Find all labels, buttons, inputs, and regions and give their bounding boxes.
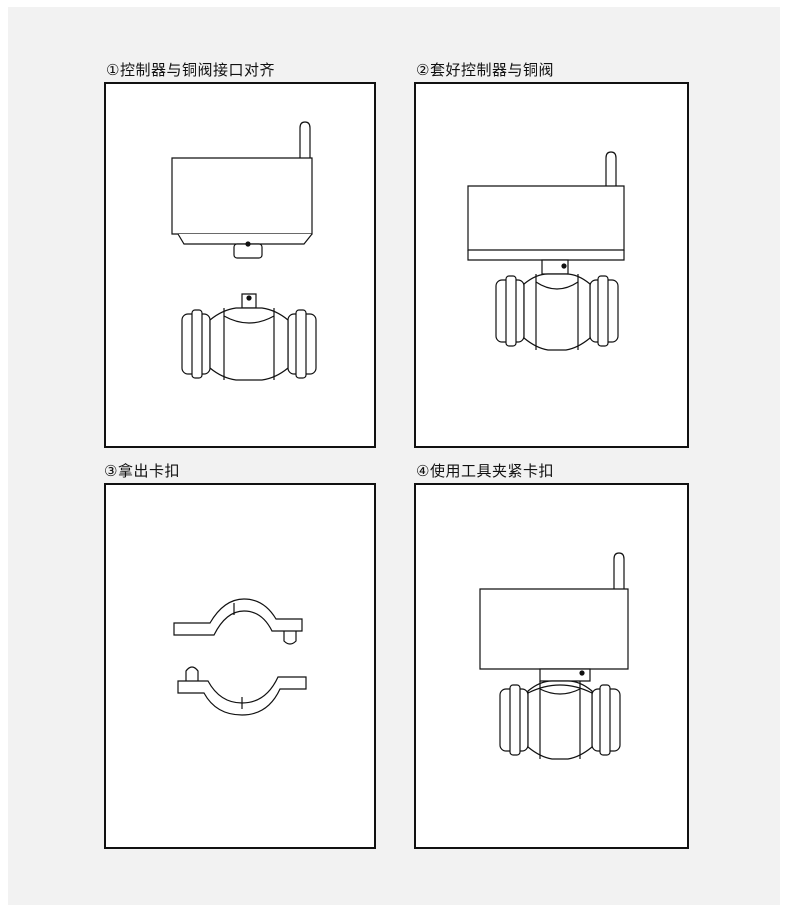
brass-valve-illustration bbox=[182, 294, 316, 380]
lower-clamp-half-illustration bbox=[178, 667, 306, 715]
step-1-title: ①控制器与铜阀接口对齐 bbox=[106, 61, 275, 79]
assembled-valve-illustration bbox=[496, 274, 618, 350]
clamped-valve-illustration bbox=[500, 681, 620, 759]
step-2-panel bbox=[414, 82, 689, 448]
step-4-title: ④使用工具夹紧卡扣 bbox=[416, 462, 554, 480]
assembled-controller-illustration bbox=[468, 152, 624, 274]
step-3-panel bbox=[104, 483, 376, 849]
step-4-panel bbox=[414, 483, 689, 849]
step-2-title: ②套好控制器与铜阀 bbox=[416, 61, 554, 79]
step-3-title: ③拿出卡扣 bbox=[104, 462, 180, 480]
controller-illustration bbox=[172, 122, 312, 258]
upper-clamp-half-illustration bbox=[174, 599, 302, 644]
clamped-controller-illustration bbox=[480, 553, 628, 681]
instruction-sheet: ①控制器与铜阀接口对齐 bbox=[8, 7, 780, 905]
step-1-panel bbox=[104, 82, 376, 448]
